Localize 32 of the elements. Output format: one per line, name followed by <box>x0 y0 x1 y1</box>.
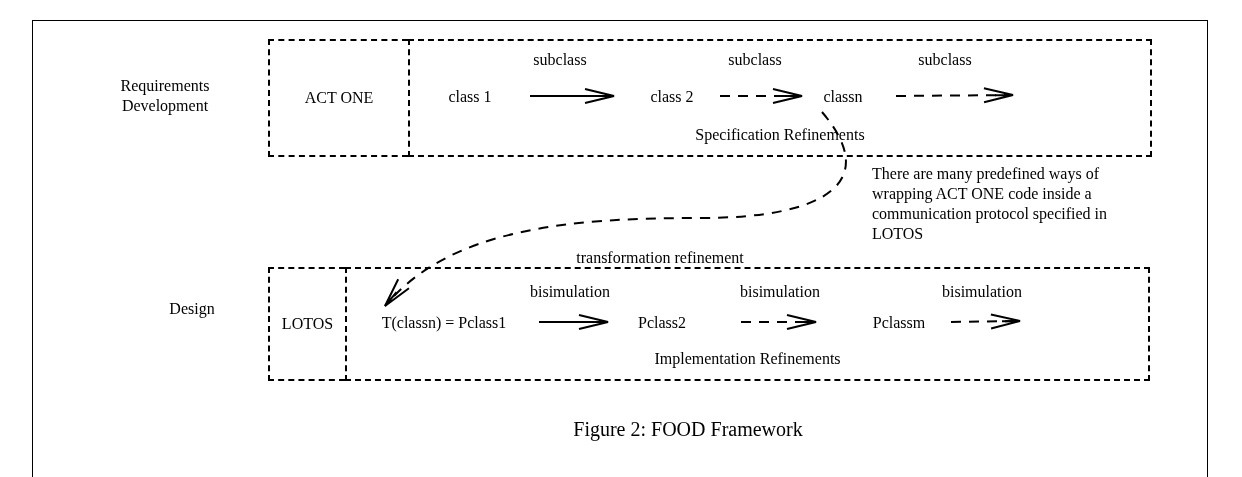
edge-label: subclass <box>728 50 782 70</box>
class-label: class 1 <box>438 86 502 108</box>
edge-label: subclass <box>533 50 587 70</box>
arrow <box>384 111 847 307</box>
edge-label: subclass <box>918 50 972 70</box>
edge-label: bisimulation <box>740 282 820 302</box>
class-label: T(classn) = Pclass1 <box>364 312 524 334</box>
arrow <box>538 314 609 330</box>
box-title: Specification Refinements <box>695 125 865 146</box>
arrow <box>895 87 1014 104</box>
language-box <box>268 39 408 157</box>
refinement-box <box>345 267 1150 381</box>
box-title: LOTOS <box>281 314 334 334</box>
refinement-box <box>408 39 1152 157</box>
box-title: Implementation Refinements <box>654 349 841 370</box>
class-label: class 2 <box>640 86 704 108</box>
arrow <box>740 314 817 330</box>
arrow <box>950 313 1021 330</box>
edge-label: bisimulation <box>942 282 1022 302</box>
class-label: classn <box>814 86 872 108</box>
class-label: Pclassm <box>863 312 935 334</box>
level-label: Requirements Development <box>119 76 211 116</box>
figure-caption: Figure 2: FOOD Framework <box>572 417 804 443</box>
box-title: ACT ONE <box>304 88 374 108</box>
note-text: There are many predefined ways of wrapping ACT ONE code inside a communication protocol specified in LOTOS <box>872 164 1109 244</box>
edge-label: bisimulation <box>530 282 610 302</box>
edge-label: transformation refinement <box>576 248 744 268</box>
class-label: Pclass2 <box>628 312 696 334</box>
arrow <box>719 88 803 104</box>
level-label: Design <box>168 299 216 319</box>
arrow <box>529 88 615 104</box>
language-box <box>268 267 345 381</box>
